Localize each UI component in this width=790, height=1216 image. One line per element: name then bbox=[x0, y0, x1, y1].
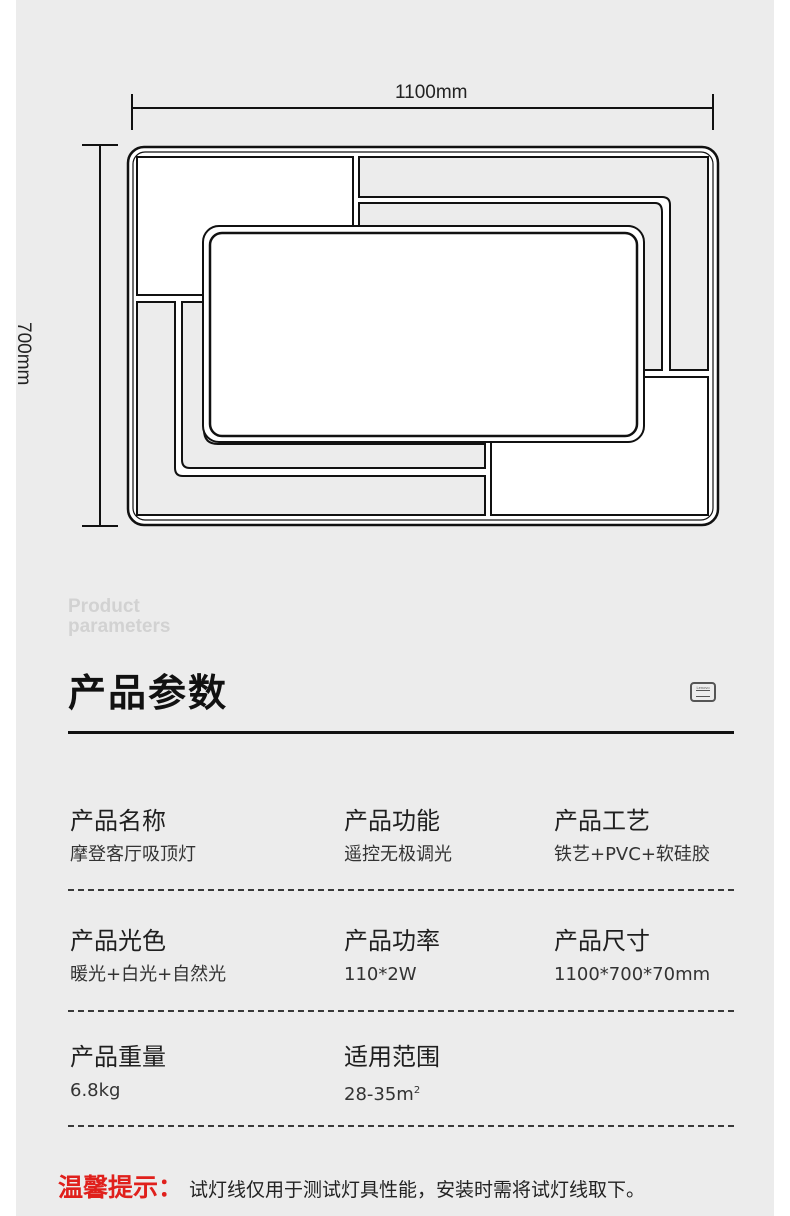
spec-value-superscript: 2 bbox=[413, 1085, 421, 1096]
lamp-band-left-outer bbox=[136, 301, 486, 516]
section-english-line-2: parameters bbox=[68, 616, 171, 637]
section-english-line-1: Product bbox=[68, 596, 140, 617]
section-rule bbox=[68, 731, 734, 734]
lamp-dimension-diagram bbox=[82, 94, 720, 527]
spec-key: 适用范围 bbox=[344, 1043, 440, 1071]
spec-power: 产品功率 110*2W bbox=[344, 926, 440, 986]
spec-product-craft: 产品工艺 铁艺+PVC+软硅胶 bbox=[554, 806, 710, 866]
dashed-divider bbox=[68, 889, 734, 891]
spec-key: 产品尺寸 bbox=[554, 927, 650, 955]
lamp-inner-frame bbox=[132, 151, 714, 521]
spec-value: 6.8kg bbox=[70, 1080, 121, 1101]
spec-value: 28-35m2 bbox=[344, 1080, 440, 1106]
spec-value: 摩登客厅吸顶灯 bbox=[70, 844, 196, 865]
dashed-divider bbox=[68, 1010, 734, 1012]
section-title: 产品参数 bbox=[68, 671, 229, 715]
notice: 温馨提示：试灯线仅用于测试灯具性能，安装时需将试灯线取下。 bbox=[58, 1168, 645, 1204]
spec-key: 产品名称 bbox=[70, 807, 166, 835]
spec-value: 铁艺+PVC+软硅胶 bbox=[554, 844, 710, 865]
spec-key: 产品工艺 bbox=[554, 807, 650, 835]
spec-product-function: 产品功能 遥控无极调光 bbox=[344, 806, 452, 866]
brand-badge-text: Lenovo bbox=[696, 685, 710, 690]
lamp-band-top-outer bbox=[358, 156, 709, 371]
spec-key: 产品光色 bbox=[70, 927, 166, 955]
brand-badge-icon: Lenovo bbox=[690, 682, 716, 702]
section-english-heading: Product parameters bbox=[68, 597, 170, 637]
spec-value: 暖光+白光+自然光 bbox=[70, 964, 227, 985]
notice-text: 试灯线仅用于测试灯具性能，安装时需将试灯线取下。 bbox=[189, 1179, 646, 1201]
spec-value: 110*2W bbox=[344, 964, 417, 985]
width-dimension-label: 1100mm bbox=[395, 82, 468, 103]
spec-value: 1100*700*70mm bbox=[554, 964, 711, 985]
spec-applicable-area: 适用范围 28-35m2 bbox=[344, 1042, 440, 1106]
spec-key: 产品重量 bbox=[70, 1043, 166, 1071]
brand-badge-lines bbox=[696, 690, 710, 697]
spec-light-color: 产品光色 暖光+白光+自然光 bbox=[70, 926, 226, 986]
spec-key: 产品功率 bbox=[344, 927, 440, 955]
lamp-center-panel bbox=[208, 231, 639, 438]
spec-product-name: 产品名称 摩登客厅吸顶灯 bbox=[70, 806, 196, 866]
notice-label: 温馨提示： bbox=[58, 1173, 184, 1202]
spec-dimensions: 产品尺寸 1100*700*70mm bbox=[554, 926, 710, 986]
spec-key: 产品功能 bbox=[344, 807, 440, 835]
spec-value-text: 28-35m bbox=[344, 1084, 414, 1105]
spec-weight: 产品重量 6.8kg bbox=[70, 1042, 166, 1102]
spec-value: 遥控无极调光 bbox=[344, 844, 452, 865]
dashed-divider bbox=[68, 1125, 734, 1127]
